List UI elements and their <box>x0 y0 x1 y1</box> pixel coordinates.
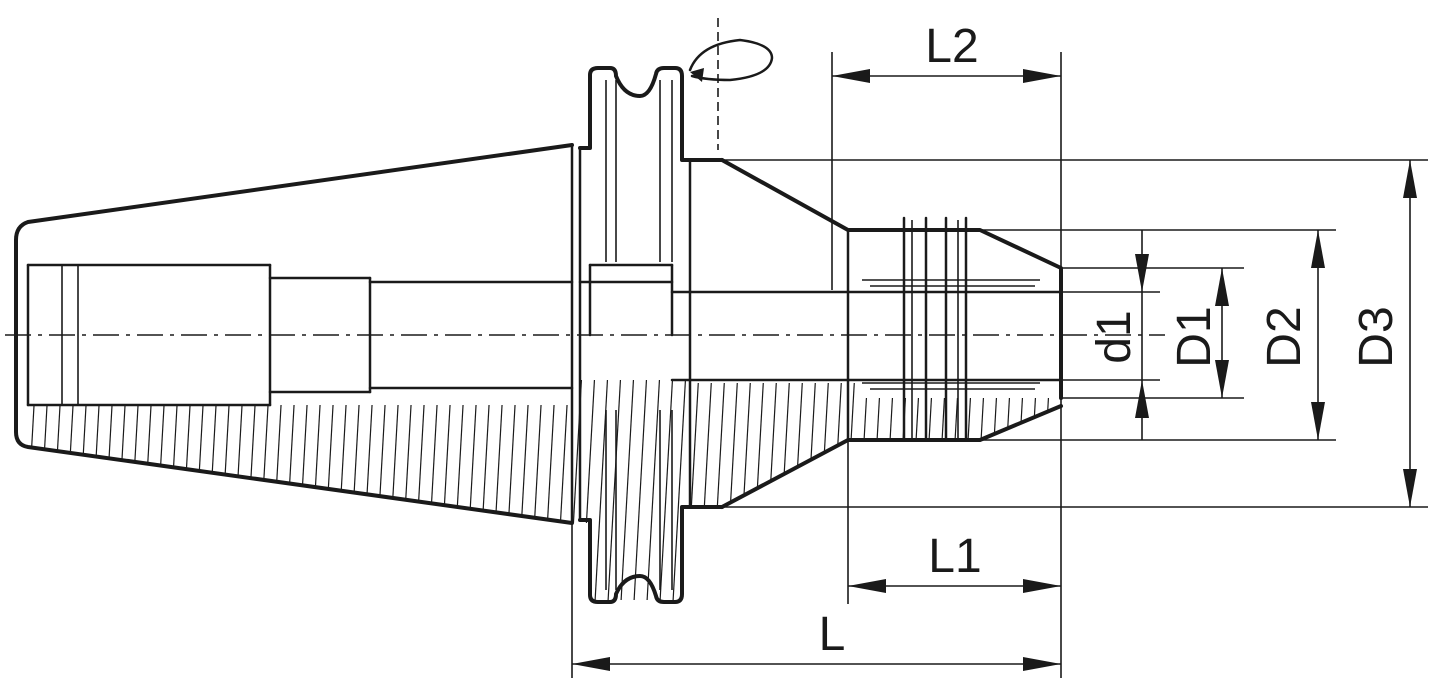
hatch-line <box>684 380 700 600</box>
label-D3: D3 <box>1350 306 1403 367</box>
hatch-line <box>164 380 180 600</box>
hatch-line <box>1114 370 1128 620</box>
hatch-line <box>0 370 10 620</box>
hatch-line <box>502 380 518 600</box>
hatch-line <box>541 380 557 600</box>
hatch-line <box>996 380 1012 600</box>
hatch-line <box>658 380 674 600</box>
hatch-line <box>281 380 297 600</box>
label-L: L <box>819 608 846 661</box>
hatch-line <box>697 380 713 600</box>
hatch-line <box>762 380 778 600</box>
hatch-line <box>216 380 232 600</box>
hatch-line <box>22 380 37 600</box>
hatch-line <box>177 380 193 600</box>
hatch-line <box>476 380 492 600</box>
hatch-line <box>229 380 245 600</box>
hatch-line <box>619 380 635 600</box>
hatch-line <box>86 380 102 600</box>
hatch-line <box>411 380 427 600</box>
rotation-symbol <box>688 18 774 150</box>
hatch-line <box>853 380 869 600</box>
dimension-d1 <box>1135 230 1149 440</box>
hatch-line <box>138 380 154 600</box>
hatch-line <box>528 380 544 600</box>
hatch-line <box>398 380 414 600</box>
hatch-line <box>1101 370 1115 620</box>
hatch-line <box>632 380 648 600</box>
hatch-line <box>788 380 804 600</box>
hatch-line <box>112 380 128 600</box>
label-L2: L2 <box>925 20 978 73</box>
hatch-line <box>1153 370 1167 620</box>
hatch-line <box>1062 370 1076 620</box>
internal-bore <box>26 263 1063 407</box>
dimension-L1 <box>848 579 1061 593</box>
label-D2: D2 <box>1258 306 1311 367</box>
hatch-line <box>385 380 401 600</box>
hatch-line <box>827 380 843 600</box>
hatch-line <box>1179 370 1193 620</box>
hatch-line <box>801 380 817 600</box>
hatch-line <box>73 380 89 600</box>
hatch-line <box>1075 370 1089 620</box>
label-D1: D1 <box>1168 306 1221 367</box>
hatch-line <box>60 380 76 600</box>
hatch-line <box>983 380 999 600</box>
hatch-line <box>489 380 505 600</box>
hatch-line <box>437 380 453 600</box>
hatch-line <box>1166 370 1180 620</box>
hatch-line <box>320 380 336 600</box>
hatch-line <box>606 380 622 600</box>
hatch-line <box>515 380 531 600</box>
hatch-line <box>775 380 791 600</box>
hatch-line <box>1088 370 1102 620</box>
dimension-D3 <box>1403 160 1417 507</box>
hatch-line <box>424 380 440 600</box>
hatch-line <box>554 380 570 600</box>
section-hatching <box>0 370 1193 620</box>
hatch-line <box>1009 380 1025 600</box>
hatch-line <box>723 380 739 600</box>
hatch-line <box>814 380 830 600</box>
hatch-line <box>905 380 921 600</box>
hatch-line <box>333 380 349 600</box>
hatch-line <box>242 380 258 600</box>
hatch-line <box>99 380 115 600</box>
label-L1: L1 <box>928 530 981 583</box>
label-d1: d1 <box>1088 310 1141 363</box>
hatch-line <box>151 380 167 600</box>
hatch-line <box>710 380 726 600</box>
hatch-line <box>34 380 50 600</box>
hatch-line <box>255 380 271 600</box>
dimension-D1 <box>1215 268 1229 398</box>
hatch-line <box>749 380 765 600</box>
hatch-line <box>307 380 323 600</box>
holder-outline <box>14 66 1063 604</box>
hatch-line <box>450 380 466 600</box>
hatch-line <box>190 380 206 600</box>
hatch-line <box>125 380 141 600</box>
hatch-line <box>47 380 63 600</box>
hatch-line <box>671 380 687 600</box>
hatch-line <box>463 380 479 600</box>
hatch-line <box>203 380 219 600</box>
dimension-L2 <box>832 69 1061 83</box>
dimension-L <box>572 657 1061 671</box>
dimension-D2 <box>1311 230 1325 440</box>
hatch-line <box>294 380 310 600</box>
hatch-line <box>268 380 284 600</box>
extension-lines <box>571 52 1428 678</box>
